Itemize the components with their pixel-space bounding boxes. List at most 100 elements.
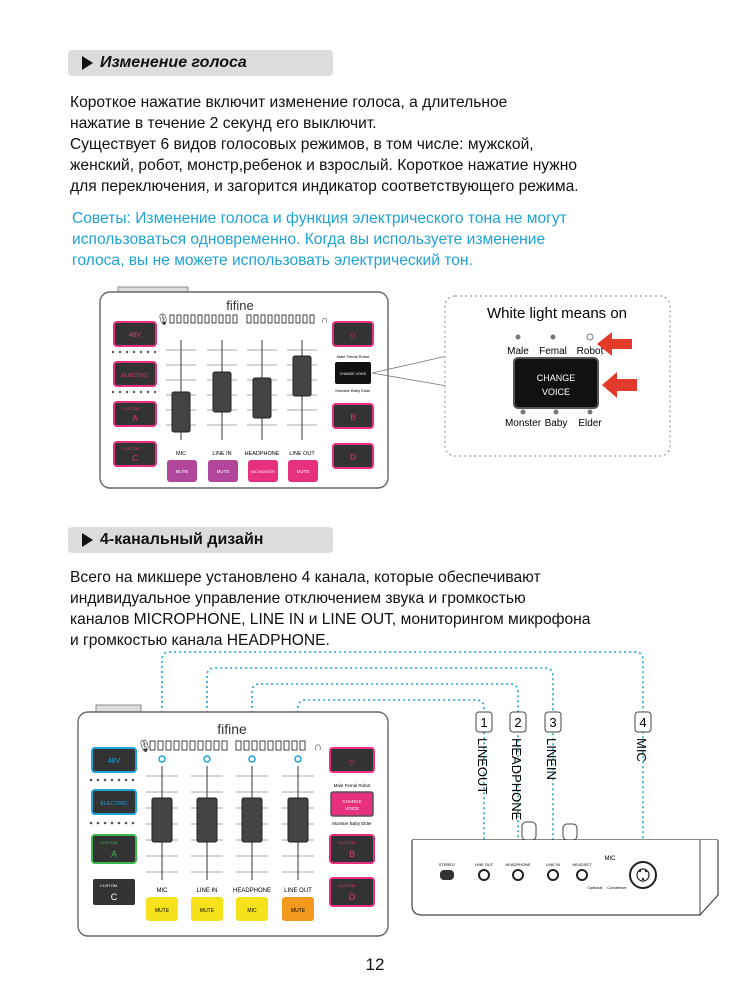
- cable-paths: [161, 651, 644, 865]
- section-title: 4-канальный дизайн: [100, 531, 264, 548]
- custom-a-small-label: CUSTOM: [122, 406, 139, 411]
- button-electric[interactable]: [113, 361, 157, 387]
- mute-label: MUTE: [291, 908, 306, 914]
- text-line: Всего на микшере установлено 4 канала, к…: [70, 569, 541, 586]
- sun-icon: ☼: [348, 330, 357, 341]
- button-light[interactable]: [332, 321, 374, 347]
- port-label-3: 3 LINEIN: [544, 711, 562, 780]
- button-48v-label: 48V: [129, 332, 142, 339]
- svg-text:2: 2: [514, 715, 521, 730]
- mute-button-mic[interactable]: [167, 460, 197, 482]
- channel-label: LINE IN: [212, 451, 231, 457]
- lineout-port-label: LINE OUT: [475, 862, 494, 867]
- channel-label: MIC: [157, 888, 169, 894]
- custom-c-small-label: CUSTOM: [122, 446, 139, 451]
- brand-logo: fifine: [226, 298, 253, 313]
- voice-mode-labels-top: Male Femal Robot: [337, 354, 371, 359]
- stereo-label: STEREO: [439, 862, 455, 867]
- button-48v[interactable]: [113, 321, 157, 347]
- change-voice-button[interactable]: [335, 362, 371, 384]
- tip-line: использоваться одновременно. Когда вы ис…: [72, 231, 546, 248]
- mute-button-linein[interactable]: [191, 897, 223, 921]
- change-label: CHANGE: [342, 799, 361, 804]
- change-voice-label: CHANGE VOICE: [340, 372, 368, 376]
- fader-knob-headphone[interactable]: [241, 797, 263, 843]
- svg-text:1: 1: [480, 715, 487, 730]
- mute-button-mic[interactable]: [146, 897, 178, 921]
- fader-knob-lineout[interactable]: [287, 797, 309, 843]
- port-label-4: 4 MIC: [634, 711, 652, 762]
- port-name: LINEIN: [544, 738, 559, 780]
- fader-knob-lineout[interactable]: [292, 355, 312, 397]
- brand-logo: fifine: [217, 721, 247, 737]
- headphone-jack[interactable]: [512, 869, 524, 881]
- change-voice-button[interactable]: [330, 791, 374, 817]
- channel-dots: [158, 755, 302, 763]
- mixer-illustration-2: fifine 🎙 ∩ 48V ELECTRIC CUSTOM A CUSTOM …: [77, 651, 719, 937]
- monster-label: Monster: [505, 418, 542, 429]
- red-arrow-icon: [597, 332, 632, 356]
- headset-jack[interactable]: [576, 869, 588, 881]
- lineout-jack[interactable]: [478, 869, 490, 881]
- mute-button-lineout[interactable]: [288, 460, 318, 482]
- fader-knob-headphone[interactable]: [252, 377, 272, 419]
- button-48v[interactable]: [91, 747, 137, 773]
- mute-label: MIC MONITOR: [251, 470, 275, 474]
- button-a-label: A: [132, 414, 138, 423]
- custom-d-small-label: CUSTOM: [338, 883, 355, 888]
- button-custom-c[interactable]: [113, 441, 157, 467]
- port-name: MIC: [634, 738, 649, 762]
- femal-led: [550, 334, 556, 340]
- condenser-label: Condenser: [607, 885, 627, 890]
- mic-icon: 🎙: [156, 313, 170, 326]
- mute-label: MUTE: [217, 469, 230, 474]
- indicator-dots: [89, 778, 135, 825]
- button-b[interactable]: [332, 403, 374, 429]
- button-custom-a[interactable]: [91, 834, 137, 864]
- voice-label: VOICE: [345, 806, 359, 811]
- headset-port-label: HEADSET: [573, 862, 592, 867]
- voice-label: VOICE: [542, 387, 570, 397]
- button-b-label: B: [349, 849, 355, 859]
- fader-ticks: [166, 349, 317, 426]
- fader-knob-mic[interactable]: [151, 797, 173, 843]
- button-electric[interactable]: [91, 789, 137, 815]
- voice-mode-labels-top: Male Femal Robot: [334, 783, 372, 788]
- robot-led: [586, 333, 594, 341]
- linein-port-label: LINE IN: [546, 862, 560, 867]
- red-arrow-icon: [602, 372, 637, 398]
- channel-label: LINE OUT: [289, 451, 315, 457]
- mic-monitor-button[interactable]: [248, 460, 278, 482]
- mute-label: MUTE: [297, 469, 310, 474]
- mic-monitor-button[interactable]: [236, 897, 268, 921]
- change-label: CHANGE: [537, 373, 576, 383]
- elder-label: Elder: [578, 418, 602, 429]
- linein-jack[interactable]: [547, 869, 559, 881]
- section-header-voice: Изменение голоса: [68, 50, 333, 76]
- tip-line: Советы: Изменение голоса и функция элект…: [72, 210, 567, 227]
- mute-button-lineout[interactable]: [282, 897, 314, 921]
- button-custom-c[interactable]: [91, 877, 137, 907]
- button-d[interactable]: [332, 443, 374, 469]
- button-custom-b[interactable]: [329, 834, 375, 864]
- robot-label: Robot: [577, 346, 604, 357]
- optional-label: Optional: [588, 885, 603, 890]
- port-label-2: 2 HEADPHONE: [509, 711, 527, 821]
- section-title: Изменение голоса: [100, 54, 247, 71]
- port-name: HEADPHONE: [509, 738, 524, 821]
- fader-knob-mic[interactable]: [171, 391, 191, 433]
- mute-button-linein[interactable]: [208, 460, 238, 482]
- button-light[interactable]: [329, 747, 375, 773]
- button-48v-label: 48V: [108, 758, 121, 765]
- channel-label: LINE IN: [196, 888, 217, 894]
- play-triangle-icon: [82, 56, 93, 70]
- fader-knob-linein[interactable]: [196, 797, 218, 843]
- port-label-1: 1 LINEOUT: [475, 711, 493, 794]
- change-voice-button-large[interactable]: [513, 357, 599, 409]
- button-custom-a[interactable]: [113, 401, 157, 427]
- button-custom-d[interactable]: [329, 877, 375, 907]
- headphone-port-label: HEADPHONE: [505, 862, 531, 867]
- voice-mode-labels-bottom: Monster Baby Elder: [332, 821, 372, 826]
- fader-knob-linein[interactable]: [212, 371, 232, 413]
- mic-group-label: MIC: [605, 856, 617, 862]
